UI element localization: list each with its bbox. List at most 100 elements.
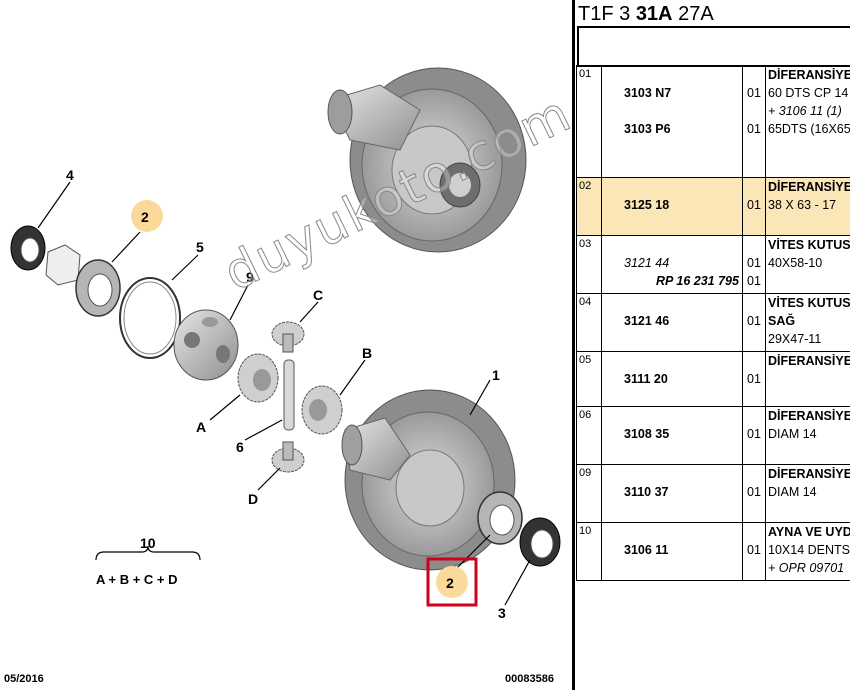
description-line: 29X47-11 [766, 330, 850, 348]
shim-ring-5[interactable] [120, 278, 180, 358]
header-code-a: T1F 3 [578, 3, 630, 25]
part-reference [602, 236, 742, 254]
seal-3[interactable] [520, 518, 560, 566]
description-line: DİFERANSİYEL [766, 178, 850, 196]
description-line: 60 DTS CP 14 [766, 84, 850, 102]
quantity-cell: 01 [743, 294, 766, 352]
description-line: 10X14 DENTS [766, 541, 850, 559]
quantity [743, 294, 765, 312]
part-reference [602, 66, 742, 84]
bearing-cage [46, 245, 80, 285]
exploded-parts-diagram: 1 2 2 3 4 5 6 9 10 A B C D A + B + C + D… [0, 0, 572, 690]
differential-assembly-bottom[interactable] [342, 390, 515, 570]
diagram-ref-number: 00083586 [505, 673, 554, 685]
quantity: 01 [743, 84, 765, 102]
row-number: 04 [577, 294, 602, 352]
part-reference-cell: 3121 46 [602, 294, 743, 352]
callout-6: 6 [236, 439, 244, 455]
quantity [743, 66, 765, 84]
part-reference[interactable]: 3103 N7 [602, 84, 742, 102]
panel-header: T1F 3 31A 27A [575, 0, 850, 28]
callout-1: 1 [492, 367, 500, 383]
header-code-b: 31A [636, 3, 673, 25]
description-line [766, 370, 850, 388]
description-line: DİFERANSİYEL [766, 407, 850, 425]
callout-4: 4 [66, 167, 74, 183]
callout-10: 10 [140, 535, 156, 551]
callout-2-upper: 2 [141, 209, 149, 225]
description-cell: DİFERANSİYEL60 DTS CP 14+ 3106 11 (1)65D… [766, 66, 850, 178]
part-reference-cell: 3111 20 [602, 352, 743, 407]
part-reference[interactable]: 3121 46 [602, 312, 742, 330]
description-cell: DİFERANSİYELDIAM 14 [766, 465, 850, 523]
planet-gear-c[interactable] [272, 322, 304, 352]
part-reference [602, 523, 742, 541]
row-number: 06 [577, 407, 602, 465]
bearing-2-lower[interactable] [478, 492, 522, 544]
header-code-c: 27A [678, 3, 714, 25]
bearing-2-upper[interactable] [76, 260, 120, 316]
part-reference-cell: 3125 18 [602, 178, 743, 236]
part-reference[interactable]: 3111 20 [602, 370, 742, 388]
part-reference-cell: 3103 N7 3103 P6 [602, 66, 743, 178]
seal-4[interactable] [11, 226, 45, 270]
part-reference-cell: 3110 37 [602, 465, 743, 523]
description-line [766, 272, 850, 290]
diagram-date: 05/2016 [4, 673, 44, 685]
description-cell: DİFERANSİYEL [766, 352, 850, 407]
callout-3: 3 [498, 605, 506, 621]
part-reference [602, 407, 742, 425]
callout-2-lower: 2 [446, 575, 454, 591]
callout-a: A [196, 419, 206, 435]
part-reference[interactable]: 3106 11 [602, 541, 742, 559]
callout-formula: A + B + C + D [96, 572, 178, 587]
quantity: 01 [743, 254, 765, 272]
side-gear-a[interactable] [238, 354, 278, 402]
quantity: 01 [743, 272, 765, 290]
part-reference[interactable]: 3110 37 [602, 483, 742, 501]
part-reference [602, 294, 742, 312]
description-cell: VİTES KUTUSU40X58-10 [766, 236, 850, 294]
description-line: 65DTS (16X65) [766, 120, 850, 138]
quantity: 01 [743, 196, 765, 214]
description-line: DİFERANSİYEL [766, 465, 850, 483]
part-reference-cell: 3108 35 [602, 407, 743, 465]
part-reference[interactable]: 3125 18 [602, 196, 742, 214]
quantity: 01 [743, 541, 765, 559]
callout-d: D [248, 491, 258, 507]
planet-gear-d[interactable] [272, 442, 304, 472]
callout-c: C [313, 287, 323, 303]
description-line: DİFERANSİYEL [766, 352, 850, 370]
row-number: 01 [577, 66, 602, 178]
part-reference[interactable]: RP 16 231 795 80 [602, 272, 742, 290]
description-cell: VİTES KUTUSUSAĞ29X47-11 [766, 294, 850, 352]
part-reference [602, 178, 742, 196]
part-reference[interactable]: 3108 35 [602, 425, 742, 443]
quantity-cell: 01 [743, 178, 766, 236]
side-gear-b[interactable] [302, 386, 342, 434]
quantity [743, 178, 765, 196]
row-number: 09 [577, 465, 602, 523]
quantity-cell: 01 [743, 523, 766, 581]
part-reference [602, 465, 742, 483]
quantity [743, 523, 765, 541]
differential-case-9[interactable] [174, 310, 238, 380]
quantity [743, 102, 765, 120]
part-reference-cell: 3106 11 [602, 523, 743, 581]
pinion-shaft-6[interactable] [284, 360, 294, 430]
part-reference[interactable]: 3103 P6 [602, 120, 742, 138]
part-reference[interactable]: 3121 44 [602, 254, 742, 272]
